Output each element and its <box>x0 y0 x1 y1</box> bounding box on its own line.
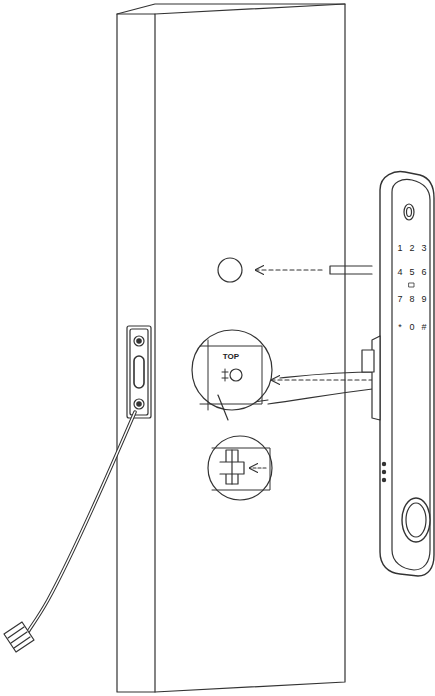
keypad-lock <box>362 172 434 576</box>
callout-detail <box>192 330 272 420</box>
key-digit: 3 <box>421 244 426 253</box>
door <box>117 4 345 692</box>
key-digit: 7 <box>397 295 402 304</box>
key-digit: 5 <box>409 268 414 277</box>
key-digit: 1 <box>397 244 402 253</box>
orientation-label: TOP <box>223 353 239 361</box>
spindle-hole <box>218 258 242 282</box>
key-digit: 4 <box>397 268 402 277</box>
cable-connector <box>4 412 135 652</box>
key-digit: 8 <box>409 295 414 304</box>
key-digit: 2 <box>409 244 414 253</box>
key-digit: 6 <box>421 268 426 277</box>
key-digit: 0 <box>409 323 414 332</box>
spindle <box>256 266 372 274</box>
key-symbol: * <box>398 323 402 332</box>
clip-detail <box>208 436 272 500</box>
latch-plate <box>127 326 151 418</box>
key-digit: 9 <box>421 295 426 304</box>
key-symbol: # <box>421 323 426 332</box>
